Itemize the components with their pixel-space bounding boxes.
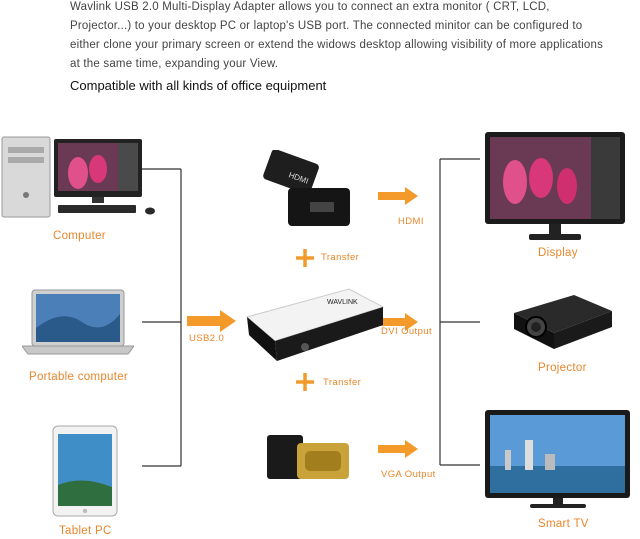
hdmi-label: HDMI (398, 216, 424, 227)
portable-computer-label: Portable computer (29, 371, 129, 383)
transfer-label-bottom: Transfer (323, 377, 362, 388)
desktop-computer-image (1, 136, 155, 218)
usb-label: USB2.0 (189, 333, 225, 344)
vga-label: VGA Output (381, 469, 436, 480)
dvi-arrow (378, 313, 418, 331)
computer-label: Computer (53, 230, 106, 242)
dvi-label: DVI Output (381, 326, 432, 337)
projector-image (514, 295, 612, 349)
tablet-label: Tablet PC (59, 525, 112, 537)
laptop-image (22, 289, 134, 355)
display-monitor-image (485, 132, 625, 240)
plus-icon-top (296, 249, 314, 267)
hdmi-arrow (378, 187, 418, 205)
tablet-image (52, 425, 118, 517)
transfer-label-top: Transfer (321, 252, 360, 263)
usb-arrow (187, 310, 236, 332)
vga-arrow (378, 440, 418, 458)
hdmi-adapter-image: HDMI (263, 150, 350, 226)
smart-tv-label: Smart TV (538, 518, 589, 530)
intro-text: Wavlink USB 2.0 Multi-Display Adapter al… (70, 1, 604, 70)
adapter-brand-text: WAVLINK (327, 299, 358, 306)
plus-icon-bottom (296, 373, 314, 391)
display-label: Display (538, 247, 578, 259)
smart-tv-image (485, 410, 630, 508)
projector-label: Projector (538, 362, 587, 374)
vga-adapter-image (267, 435, 349, 479)
usb-display-adapter-image: WAVLINK (245, 288, 385, 361)
subheading: Compatible with all kinds of office equi… (70, 78, 327, 93)
